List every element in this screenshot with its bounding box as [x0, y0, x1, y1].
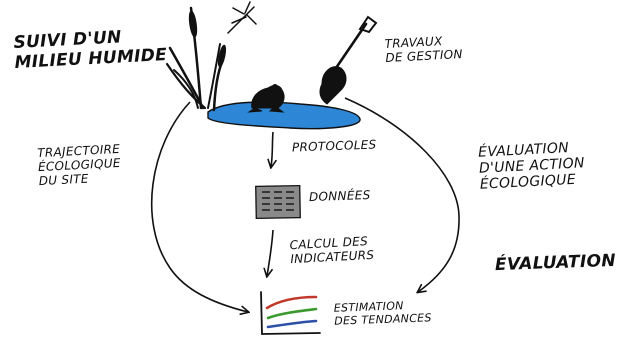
- reeds-icon: [165, 6, 227, 112]
- arrow-evaluation-action: [344, 97, 460, 292]
- shovel-icon: [319, 15, 378, 105]
- pond-shape: [207, 101, 361, 130]
- trend-chart-icon: [260, 291, 321, 335]
- label-calcul: Calcul des indicateurs: [289, 234, 374, 267]
- label-evaluation-action: Évaluation d'une action écologique: [478, 139, 586, 193]
- arrow-data-to-trends: [267, 229, 274, 276]
- label-donnees: Données: [308, 187, 371, 205]
- label-estimation: Estimation des tendances: [334, 299, 432, 328]
- frog-icon: [247, 84, 285, 113]
- label-travaux: Travaux de gestion: [384, 34, 463, 66]
- label-trajectoire: Trajectoire écologique du site: [37, 142, 122, 189]
- data-table-icon: [255, 184, 301, 220]
- arrow-pond-to-protocols: [271, 131, 273, 167]
- arrow-trajectory: [151, 101, 248, 312]
- dragonfly-icon: [227, 1, 257, 34]
- diagram-title: Suivi d'un milieu humide: [13, 26, 168, 73]
- label-protocoles: Protocoles: [291, 137, 377, 155]
